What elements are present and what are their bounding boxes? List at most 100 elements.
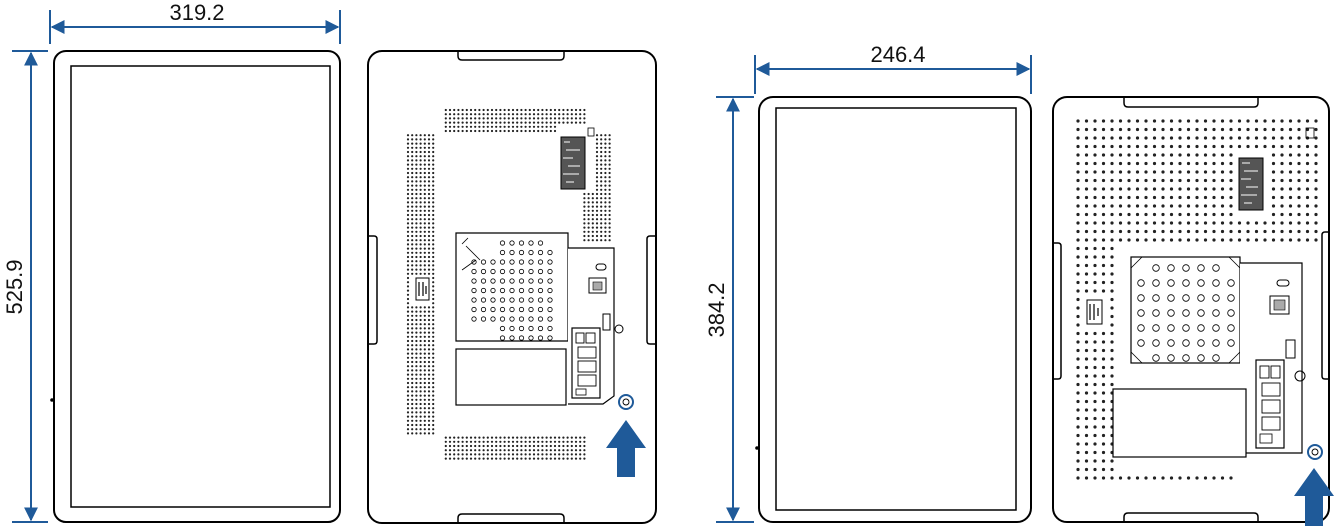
- vent-dot: [600, 155, 602, 157]
- vent-dot: [1085, 391, 1088, 394]
- vent-dot: [407, 311, 409, 313]
- vent-dot: [407, 386, 409, 388]
- vent-dot: [1136, 187, 1139, 190]
- vent-dot: [550, 437, 552, 439]
- vent-dot: [428, 390, 430, 392]
- vent-dot: [1076, 272, 1079, 275]
- vent-dot: [1119, 196, 1122, 199]
- vent-dot: [1127, 170, 1130, 173]
- vent-dot: [407, 231, 409, 233]
- vent-dot: [420, 369, 422, 371]
- vent-dot: [415, 168, 417, 170]
- vent-dot: [596, 189, 598, 191]
- vent-dot: [1085, 383, 1088, 386]
- vent-dot: [609, 193, 611, 195]
- vent-dot: [495, 117, 497, 119]
- vent-dot: [516, 453, 518, 455]
- vent-dot: [1093, 162, 1096, 165]
- vent-dot: [583, 122, 585, 124]
- vent-dot: [1280, 196, 1283, 199]
- vent-dot: [550, 453, 552, 455]
- vent-dot: [1085, 153, 1088, 156]
- vent-dot: [609, 239, 611, 241]
- vent-dot: [1170, 162, 1173, 165]
- vent-dot: [504, 441, 506, 443]
- vent-dot: [428, 185, 430, 187]
- vent-dot: [520, 126, 522, 128]
- vent-dot: [1102, 162, 1105, 165]
- vent-dot: [445, 437, 447, 439]
- vent-dot: [1085, 400, 1088, 403]
- vent-dot: [428, 235, 430, 237]
- vent-dot: [424, 403, 426, 405]
- vent-dot: [1085, 213, 1088, 216]
- vent-dot: [415, 214, 417, 216]
- vent-dot: [466, 437, 468, 439]
- vent-dot: [424, 424, 426, 426]
- vent-dot: [499, 113, 501, 115]
- vent-dot: [588, 210, 590, 212]
- vent-dot: [1221, 204, 1224, 207]
- vent-dot: [420, 176, 422, 178]
- vent-dot: [1127, 230, 1130, 233]
- vent-dot: [1153, 153, 1156, 156]
- vent-dot: [424, 239, 426, 241]
- vent-dot: [428, 374, 430, 376]
- vent-dot: [1076, 247, 1079, 250]
- vent-dot: [420, 344, 422, 346]
- vent-dot: [1093, 196, 1096, 199]
- vent-dot: [1136, 145, 1139, 148]
- vent-dot: [432, 403, 434, 405]
- vent-dot: [420, 395, 422, 397]
- vent-dot: [504, 109, 506, 111]
- vent-dot: [529, 445, 531, 447]
- vent-dot: [1136, 238, 1139, 241]
- vent-dot: [1127, 128, 1130, 131]
- vent-dot: [541, 458, 543, 460]
- vent-dot: [1187, 221, 1190, 224]
- vent-dot: [415, 420, 417, 422]
- vent-dot: [579, 109, 581, 111]
- vent-dot: [1076, 425, 1079, 428]
- vent-dot: [407, 348, 409, 350]
- vent-dot: [1187, 162, 1190, 165]
- vent-dot: [529, 113, 531, 115]
- vent-dot: [529, 458, 531, 460]
- vent-dot: [1161, 230, 1164, 233]
- vent-dot: [600, 239, 602, 241]
- vent-dot: [567, 458, 569, 460]
- vent-dot: [1204, 119, 1207, 122]
- vent-dot: [1110, 289, 1113, 292]
- vent-dot: [432, 416, 434, 418]
- vent-dot: [432, 243, 434, 245]
- vent-dot: [424, 151, 426, 153]
- vent-dot: [1204, 230, 1207, 233]
- vent-dot: [428, 256, 430, 258]
- vent-dot: [583, 445, 585, 447]
- vent-dot: [604, 168, 606, 170]
- vent-dot: [1085, 247, 1088, 250]
- vent-dot: [1110, 213, 1113, 216]
- vent-dot: [533, 437, 535, 439]
- vent-dot: [411, 138, 413, 140]
- vent-dot: [420, 222, 422, 224]
- vent-dot: [491, 445, 493, 447]
- vent-dot: [415, 231, 417, 233]
- vent-dot: [1110, 119, 1113, 122]
- vent-dot: [453, 126, 455, 128]
- vent-dot: [1221, 128, 1224, 131]
- vent-dot: [428, 168, 430, 170]
- vent-dot: [1204, 187, 1207, 190]
- vent-dot: [562, 117, 564, 119]
- vent-dot: [424, 210, 426, 212]
- vent-dot: [1136, 213, 1139, 216]
- small-back-view: [1053, 97, 1334, 526]
- vent-dot: [420, 172, 422, 174]
- vent-dot: [596, 235, 598, 237]
- vent-dot: [432, 390, 434, 392]
- vent-dot: [1102, 332, 1105, 335]
- vent-dot: [449, 117, 451, 119]
- vent-dot: [411, 428, 413, 430]
- vent-dot: [1076, 400, 1079, 403]
- vent-dot: [428, 407, 430, 409]
